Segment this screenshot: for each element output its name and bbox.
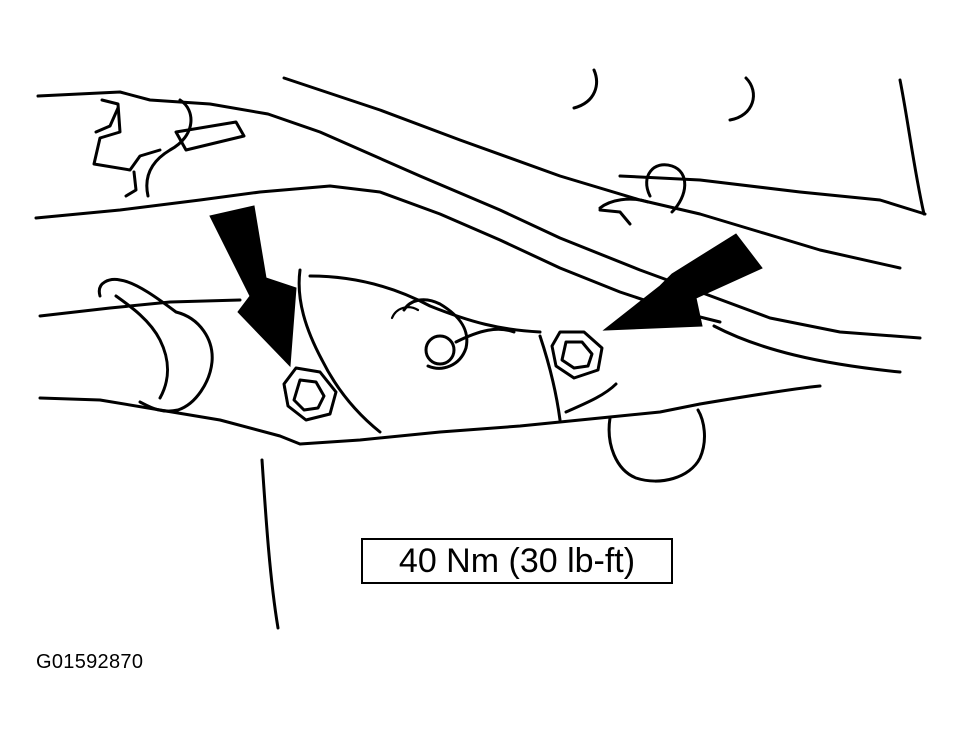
upper-panel: [34, 68, 927, 340]
electrical-connector: [92, 98, 246, 198]
figure-id: G01592870: [36, 651, 144, 673]
right-mount: [598, 163, 706, 483]
bolt-left-icon: [282, 366, 338, 422]
arrow-right-bolt-icon: [602, 233, 763, 331]
arrow-left-bolt-icon: [209, 205, 297, 368]
torque-spec-label: 40 Nm (30 lb-ft): [361, 538, 673, 584]
bolt-right-icon: [550, 330, 604, 380]
differential-housing: [297, 268, 618, 434]
left-mount: [97, 278, 214, 413]
